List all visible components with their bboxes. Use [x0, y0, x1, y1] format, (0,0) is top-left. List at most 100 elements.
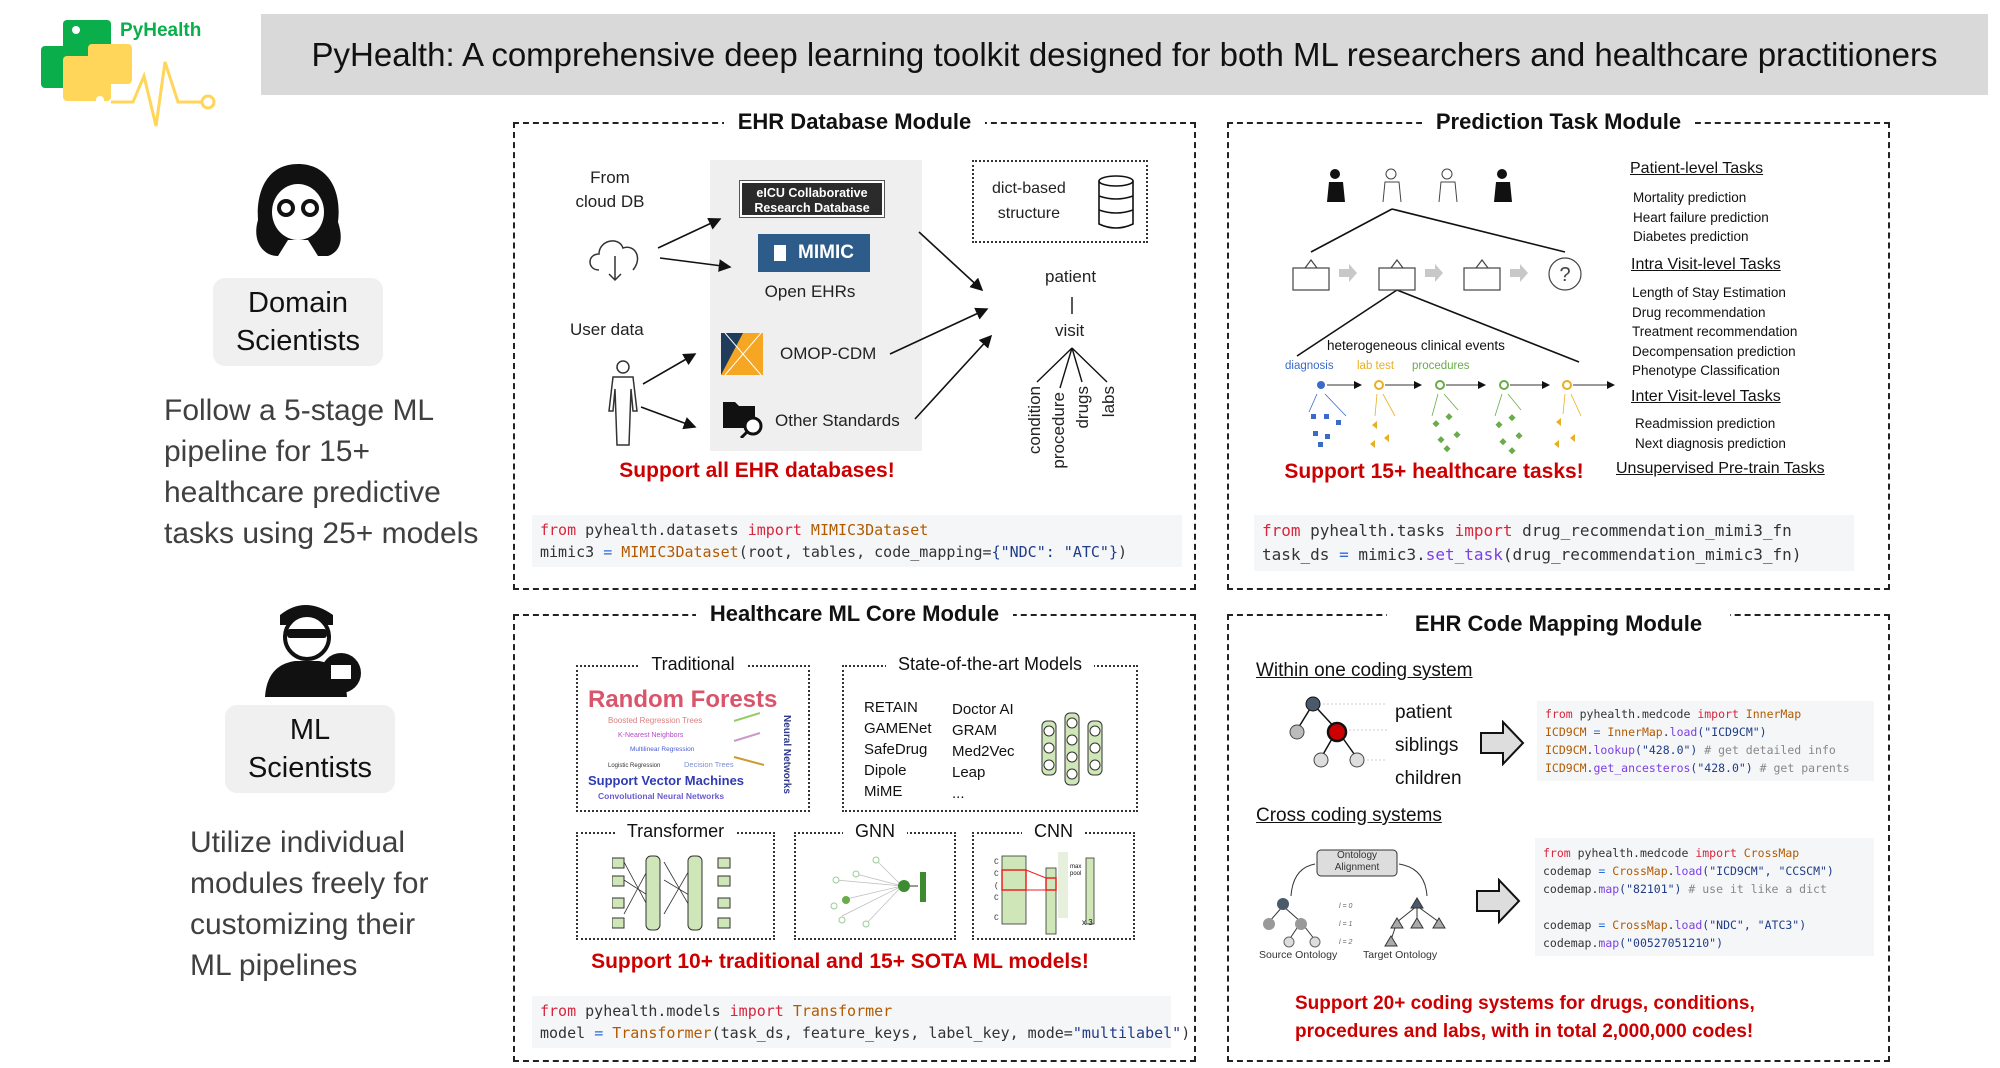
code-token: )	[1118, 543, 1128, 561]
code-hierarchy-tree-icon	[1289, 696, 1387, 768]
prediction-code-block: from pyhealth.tasks import drug_recommen…	[1254, 515, 1854, 571]
code-token: .	[1586, 761, 1594, 775]
code-token: codemap.	[1543, 936, 1599, 950]
code-token: load	[1674, 918, 1703, 932]
task-item: Diabetes prediction	[1633, 229, 1749, 244]
model-name: SafeDrug	[864, 741, 928, 758]
code-token: map	[1598, 882, 1620, 896]
code-token: pyhealth.medcode	[1572, 707, 1698, 721]
code-token: codemap	[1543, 864, 1599, 878]
code-token: ("NDC", "ATC3")	[1702, 918, 1807, 932]
code-token: # get detailed info	[1697, 743, 1836, 757]
code-token: ICD9CM	[1545, 725, 1587, 739]
support-coding-text: Support 20+ coding systems for drugs, co…	[1295, 990, 1755, 1046]
domain-scientists-description: Follow a 5-stage ML pipeline for 15+ hea…	[164, 390, 478, 554]
ml-scientists-badge: ML Scientists	[225, 705, 395, 793]
code-token: from	[1543, 846, 1571, 860]
ontology-alignment-diagram	[1263, 849, 1446, 948]
task-item: Drug recommendation	[1632, 304, 1766, 320]
ehr-flow-arrows	[640, 217, 1108, 430]
label-line: structure	[997, 205, 1061, 222]
word: Support Vector Machines	[588, 773, 744, 788]
code-token: task_ds	[1262, 545, 1340, 564]
code-line: mimic3 = MIMIC3Dataset(root, tables, cod…	[540, 541, 1174, 563]
task-item: Next diagnosis prediction	[1635, 435, 1786, 451]
description-line: tasks using 25+ models	[164, 517, 479, 550]
code-token: "multilabel"	[1072, 1024, 1182, 1042]
ml-scientist-avatar-icon	[265, 605, 361, 697]
model-name: Dipole	[864, 762, 907, 779]
code-token: CrossMap	[1736, 846, 1800, 860]
events-label: heterogeneous clinical events	[1327, 338, 1505, 353]
code-token: ICD9CM	[1545, 761, 1587, 775]
model-name: RETAIN	[864, 699, 918, 716]
tree-label: siblings	[1395, 735, 1459, 756]
omop-logo-icon	[721, 333, 763, 375]
description-line: Utilize individual	[190, 826, 406, 859]
leaf-drugs: drugs	[1073, 386, 1092, 429]
box-title: Transformer	[614, 821, 737, 841]
code-token: =	[1586, 725, 1608, 739]
support-tasks-text: Support 15+ healthcare tasks!	[1284, 460, 1584, 483]
code-token	[612, 543, 621, 561]
code-line: model = Transformer(task_ds, feature_key…	[540, 1022, 1190, 1044]
patient-icons	[1327, 168, 1512, 203]
python-heartbeat-logo-icon	[41, 20, 216, 127]
cnn-diagram-icon: CC(CC	[994, 852, 1095, 935]
code-token: InnerMap	[1607, 725, 1663, 739]
svg-text:C: C	[994, 870, 999, 879]
code-token: from	[540, 521, 577, 539]
box-title: State-of-the-art Models	[885, 654, 1095, 674]
code-token: mimic3	[540, 543, 604, 561]
tree-label: children	[1395, 768, 1462, 789]
code-token: import	[747, 521, 802, 539]
ml-scientists-description: Utilize individual modules freely for cu…	[190, 822, 428, 986]
code-token: mimic3.	[1348, 545, 1426, 564]
patient-visit-event-hierarchy: ?	[1292, 168, 1615, 455]
word: Decision Trees	[684, 760, 734, 769]
code-token: codemap.	[1543, 882, 1599, 896]
mimic-badge: MIMIC	[758, 234, 870, 272]
leaf-procedure: procedure	[1049, 392, 1068, 469]
module-title: Prediction Task Module	[1421, 109, 1696, 134]
module-title: Healthcare ML Core Module	[695, 601, 1014, 626]
code-token: =	[603, 543, 613, 561]
tree-label: patient	[1395, 702, 1453, 723]
code-token	[1543, 900, 1550, 914]
task-item: Length of Stay Estimation	[1632, 285, 1786, 300]
code-token: )	[1181, 1024, 1191, 1042]
code-token: ("428.0")	[1635, 743, 1698, 757]
ehr-code-block: from pyhealth.datasets import MIMIC3Data…	[532, 515, 1182, 567]
source-ontology-label: Source Ontology	[1259, 949, 1338, 961]
task-item: Phenotype Classification	[1632, 363, 1780, 378]
label-line: dict-based	[992, 180, 1066, 197]
model-name: Doctor AI	[952, 701, 1014, 718]
model-name: Leap	[952, 764, 986, 781]
description-line: Follow a 5-stage ML	[164, 394, 435, 427]
transformer-box: Transformer	[576, 821, 775, 940]
hospital-icon	[1463, 259, 1501, 291]
code-token: .	[1662, 725, 1670, 739]
code-token: import	[1697, 707, 1739, 721]
role-label: Scientists	[235, 325, 361, 357]
code-token: load	[1669, 725, 1698, 739]
code-token: lookup	[1593, 743, 1636, 757]
label-line: Alignment	[1334, 862, 1380, 873]
ml-core-module: Healthcare ML Core Module Traditional Ra…	[513, 601, 1196, 1062]
pyhealth-logo: PyHealth	[38, 18, 228, 138]
code-token: .	[1667, 918, 1675, 932]
cross-system-heading: Cross coding systems	[1256, 805, 1442, 826]
code-line: ICD9CM.lookup("428.0") # get detailed in…	[1545, 741, 1866, 759]
support-models-text: Support 10+ traditional and 15+ SOTA ML …	[591, 950, 1089, 973]
code-line: task_ds = mimic3.set_task(drug_recommend…	[1262, 543, 1846, 567]
graph-network-icon	[830, 856, 926, 928]
model-name: Med2Vec	[952, 743, 1015, 760]
code-token: Transformer	[612, 1024, 712, 1042]
description-line: healthcare predictive	[164, 476, 441, 509]
patient-outline-icon	[1382, 168, 1402, 203]
code-token: import	[1695, 846, 1737, 860]
